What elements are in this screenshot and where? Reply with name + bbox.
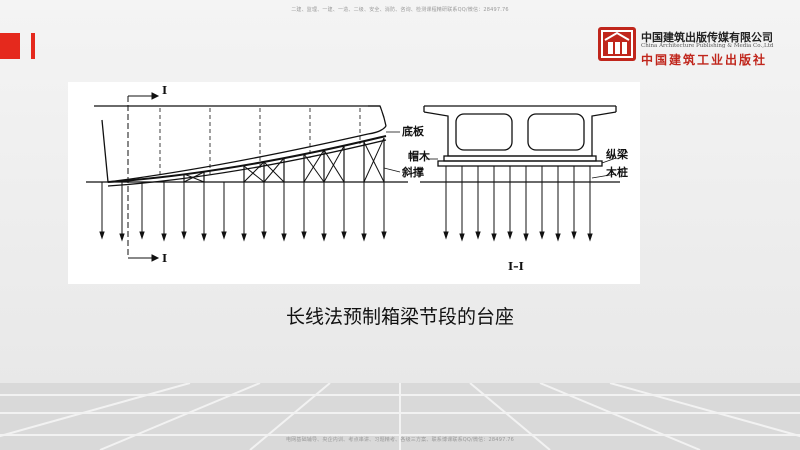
slide-caption: 长线法预制箱梁节段的台座	[285, 306, 514, 328]
section-cut-line	[127, 92, 160, 262]
label-section-ii: I–I	[508, 260, 524, 273]
box-girder-section	[423, 105, 617, 157]
piles-right	[443, 166, 593, 242]
cross-bracing-left	[183, 137, 385, 183]
longitudinal-beam	[437, 160, 603, 167]
label-xiecheng: 斜撑	[401, 165, 424, 179]
top-watermark-note: 二建、监理、一建、一造、二级、安全、消防、咨询、检测课程精研联系QQ/微信：28…	[291, 7, 509, 13]
piles-left	[99, 182, 387, 242]
camber-bed-line	[107, 135, 387, 183]
label-zongliang: 纵梁	[606, 147, 629, 161]
girder-end	[368, 105, 387, 127]
red-accent-tab	[0, 33, 20, 59]
publisher-subname-cn: 中国建筑工业出版社	[641, 53, 768, 67]
label-dibian: 底板	[402, 124, 425, 138]
perspective-floor	[0, 383, 800, 450]
casting-bed-drawing: I I 底板 斜撑 帽木 纵梁 木桩 I–I	[86, 84, 629, 273]
posts-left	[183, 138, 385, 182]
red-accent-mark	[31, 33, 35, 59]
label-muzhuang: 木桩	[605, 165, 628, 179]
bottom-watermark-note: 电网基础辅导、央企内训、考点串讲、习题精考、各级三方案、联系博课联系QQ/微信：…	[285, 437, 515, 443]
girder-bottom-curve	[101, 119, 387, 183]
section-label-top: I	[162, 84, 167, 97]
publisher-name-cn: 中国建筑出版传媒有限公司	[641, 31, 773, 44]
label-maomu: 帽木	[408, 149, 431, 163]
engineering-figure: I I 底板 斜撑 帽木 纵梁 木桩 I–I	[68, 82, 640, 284]
section-label-bottom: I	[162, 252, 167, 265]
cap-beam	[443, 155, 597, 162]
publisher-name-en: China Architecture Publishing & Media Co…	[641, 43, 774, 49]
cabp-logo-icon	[598, 27, 636, 61]
